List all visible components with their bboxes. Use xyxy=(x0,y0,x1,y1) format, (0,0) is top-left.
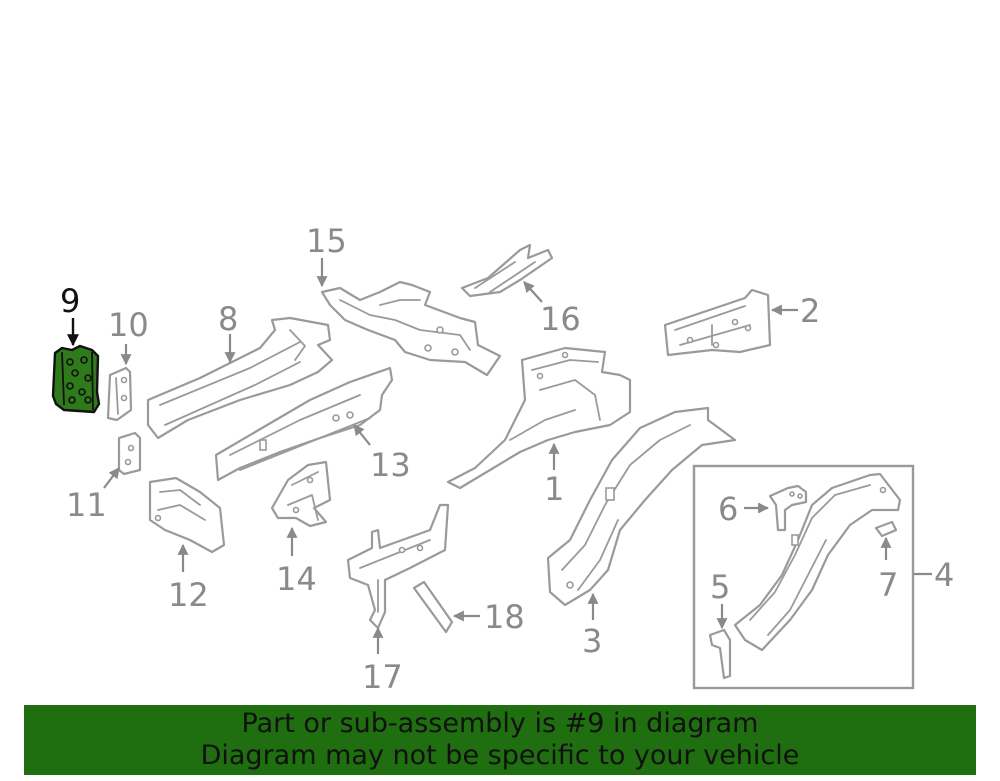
banner-line-1: Part or sub-assembly is #9 in diagram xyxy=(241,708,759,739)
leader-16 xyxy=(523,281,543,303)
callout-1[interactable]: 1 xyxy=(544,470,564,508)
callout-7[interactable]: 7 xyxy=(878,566,898,604)
part-17-support[interactable] xyxy=(346,503,450,630)
part-5-strip[interactable] xyxy=(708,628,732,680)
callout-9[interactable]: 9 xyxy=(60,282,80,320)
inset-box-4 xyxy=(692,464,915,690)
part-13-rail[interactable] xyxy=(214,366,394,482)
part-12-bracket[interactable] xyxy=(148,476,226,554)
part-9-bracket[interactable] xyxy=(51,344,101,414)
callout-5[interactable]: 5 xyxy=(710,568,730,606)
part-11-plate[interactable] xyxy=(117,431,142,476)
callout-6[interactable]: 6 xyxy=(718,490,738,528)
part-2-panel[interactable] xyxy=(663,288,772,357)
callout-10[interactable]: 10 xyxy=(108,306,149,344)
part-3-wheelhouse[interactable] xyxy=(546,406,737,607)
callout-13[interactable]: 13 xyxy=(370,446,411,484)
callout-4[interactable]: 4 xyxy=(934,556,954,594)
callout-2[interactable]: 2 xyxy=(800,292,820,330)
parts-diagram: 9 10 11 8 13 15 xyxy=(51,222,954,696)
leader-11 xyxy=(103,467,120,489)
leader-13 xyxy=(353,424,371,446)
callout-17[interactable]: 17 xyxy=(362,658,403,696)
part-18-strip[interactable] xyxy=(412,580,454,634)
part-14-bracket[interactable] xyxy=(270,460,332,528)
callout-8[interactable]: 8 xyxy=(218,300,238,338)
part-1-apron[interactable] xyxy=(446,346,632,490)
callout-11[interactable]: 11 xyxy=(66,486,107,524)
info-banner: Part or sub-assembly is #9 in diagram Di… xyxy=(24,705,976,775)
callout-15[interactable]: 15 xyxy=(306,222,347,260)
callout-18[interactable]: 18 xyxy=(484,598,525,636)
part-15-crossmember[interactable] xyxy=(320,280,502,377)
part-6-bracket[interactable] xyxy=(768,484,808,532)
part-10-plate[interactable] xyxy=(106,366,133,422)
callout-3[interactable]: 3 xyxy=(582,622,602,660)
part-7-clip[interactable] xyxy=(874,520,898,538)
part-4-wheelhouse-assembly[interactable] xyxy=(733,472,902,652)
part-8-rail[interactable] xyxy=(146,316,334,440)
banner-line-2: Diagram may not be specific to your vehi… xyxy=(200,740,800,771)
part-16-bracket[interactable] xyxy=(460,243,554,298)
callout-12[interactable]: 12 xyxy=(168,576,209,614)
callout-14[interactable]: 14 xyxy=(276,560,317,598)
callout-16[interactable]: 16 xyxy=(540,300,581,338)
